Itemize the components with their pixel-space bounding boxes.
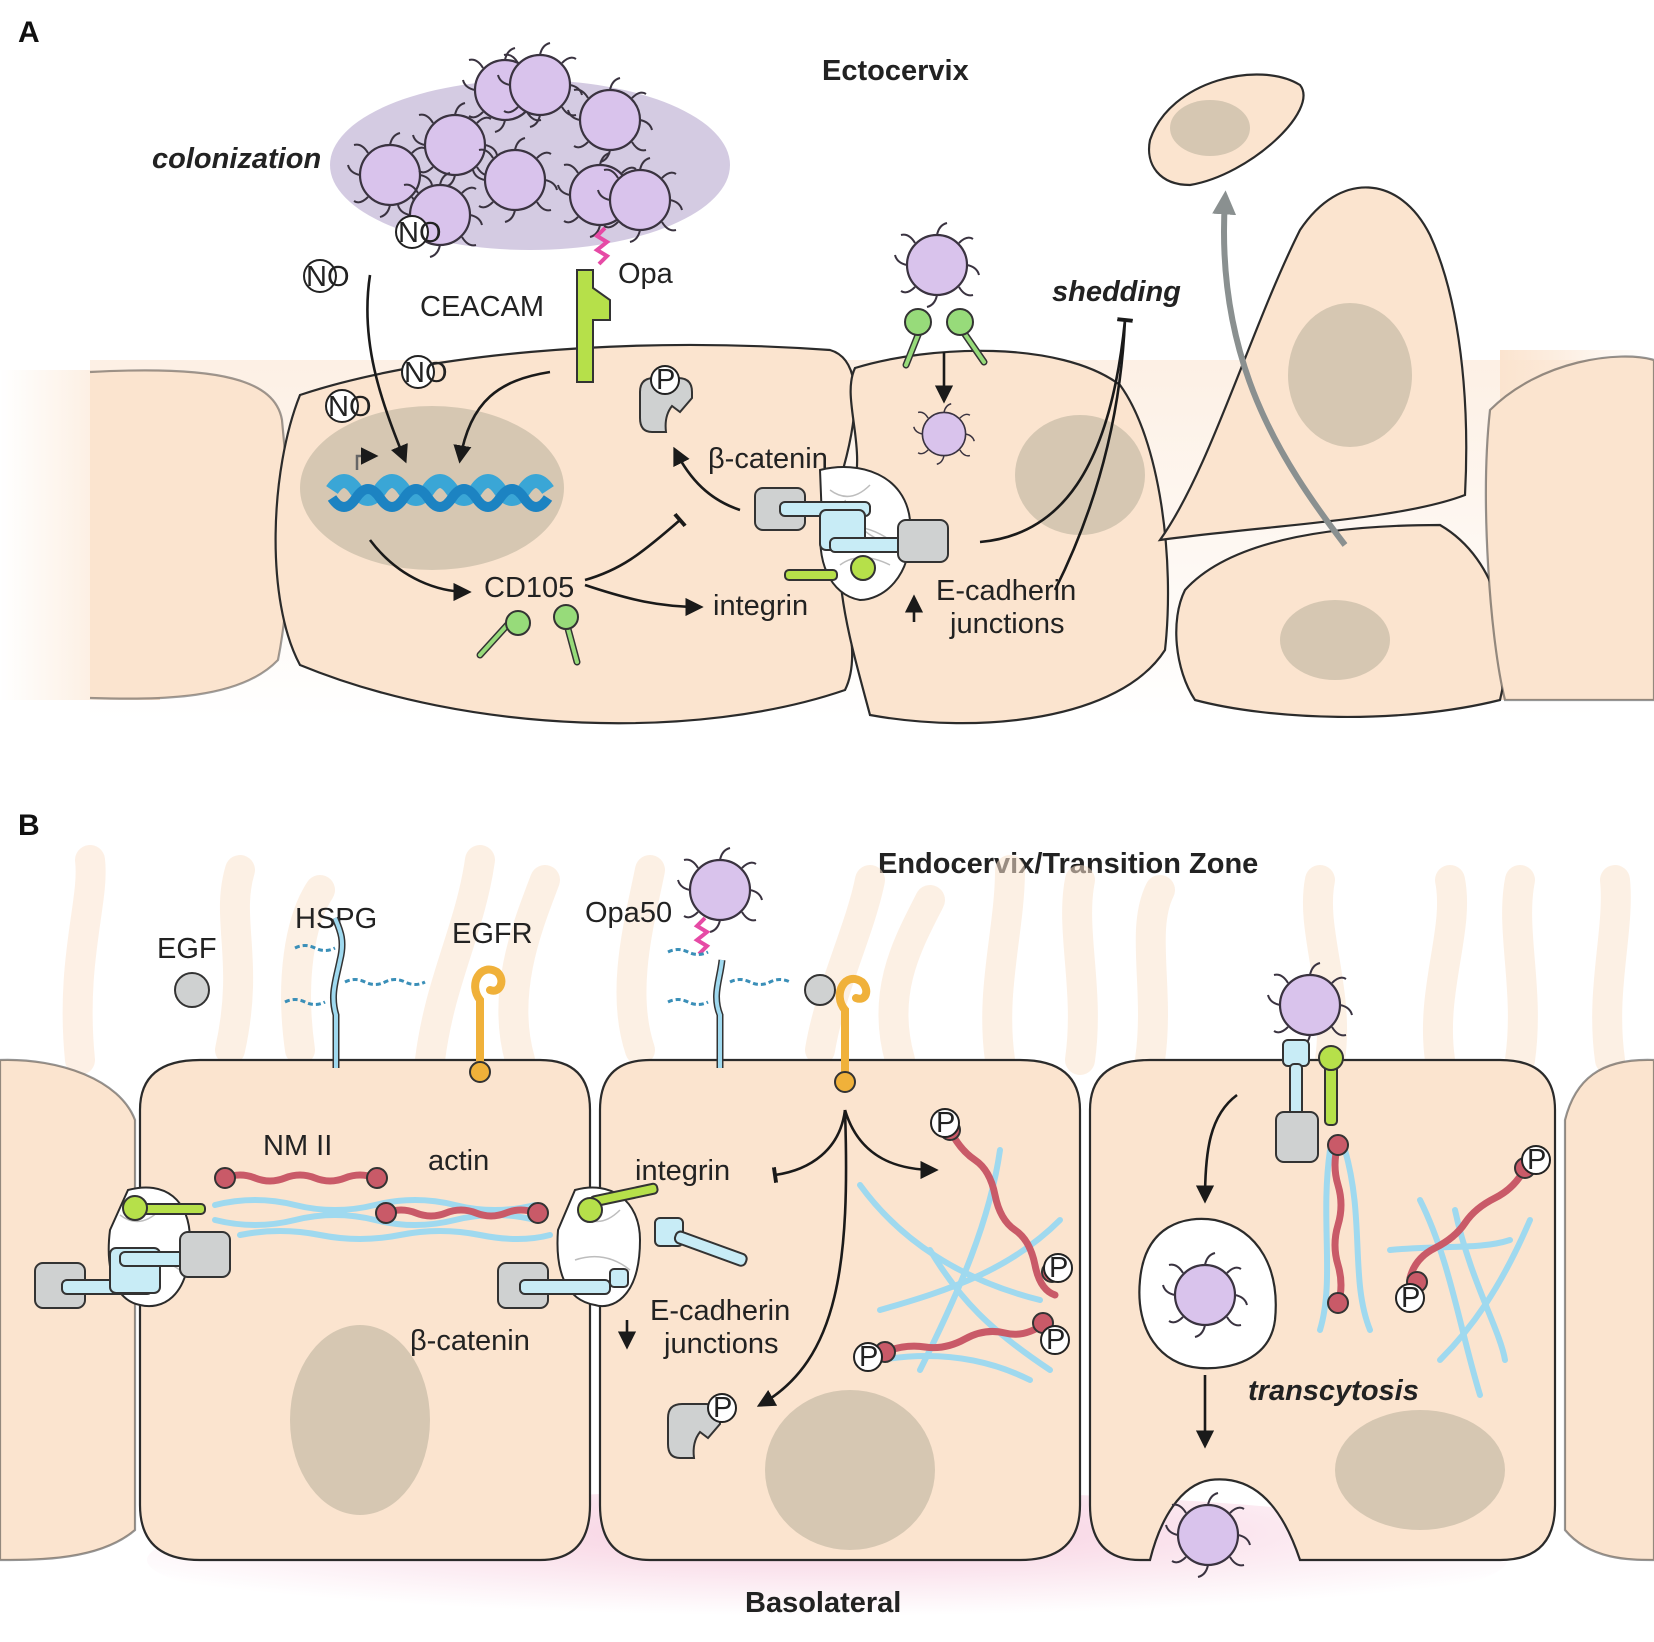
arrow-egfr-to-phospho-nm2 bbox=[843, 1109, 939, 1180]
svg-text:P: P bbox=[1046, 1324, 1065, 1356]
arrow-endocytosis bbox=[1195, 1093, 1238, 1204]
integrin-marker-a bbox=[784, 555, 876, 581]
myosin-b3-vertical bbox=[1327, 1134, 1349, 1314]
ceacam-receptor bbox=[576, 269, 611, 383]
cell-b2 bbox=[598, 1058, 1082, 1562]
bacteria-colony bbox=[330, 41, 730, 259]
beta-catenin-label-a: β-catenin bbox=[708, 443, 828, 475]
junction-complex-b-left bbox=[34, 1195, 231, 1309]
svg-text:NO: NO bbox=[306, 261, 350, 293]
phospho-catenin-a: P bbox=[639, 364, 693, 433]
myosin-phospho-b2-a: P P bbox=[930, 1107, 1073, 1299]
no-molecule-2: NO bbox=[303, 259, 350, 293]
opa50-label: Opa50 bbox=[585, 897, 672, 929]
arrow-to-phospho-catenin-a bbox=[673, 446, 741, 512]
svg-text:NO: NO bbox=[398, 217, 442, 249]
no-molecule-1: NO bbox=[395, 215, 442, 249]
dna-helix bbox=[326, 447, 554, 512]
arrow-egfr-inhibits-integrin bbox=[771, 1109, 847, 1183]
myosin-phospho-b3: P P bbox=[1395, 1144, 1551, 1314]
cd105-receptor-2 bbox=[553, 604, 581, 666]
ecadherin-label-a-1: E-cadherin bbox=[936, 575, 1076, 607]
junction-complex-b-right bbox=[497, 1182, 659, 1309]
svg-text:NO: NO bbox=[328, 391, 372, 423]
arrow-junction-inhibits-shedding-2 bbox=[1053, 319, 1127, 591]
egf-ligand bbox=[174, 972, 210, 1008]
bacterium-b2 bbox=[676, 846, 764, 934]
cell-b-left-partial bbox=[0, 1058, 137, 1562]
ceacam-label: CEACAM bbox=[420, 291, 544, 323]
nm2-label: NM II bbox=[263, 1130, 332, 1162]
cell-b-right-partial bbox=[1563, 1058, 1654, 1562]
egf-label: EGF bbox=[157, 933, 217, 965]
svg-text:P: P bbox=[859, 1341, 878, 1373]
svg-text:P: P bbox=[1401, 1282, 1420, 1314]
shedding-path-arrow bbox=[1212, 190, 1348, 547]
svg-text:P: P bbox=[656, 364, 675, 396]
ecadherin-label-b-2: junctions bbox=[663, 1328, 778, 1360]
cd105-receptor-1 bbox=[476, 610, 531, 659]
cell-a-far-right-partial bbox=[1484, 355, 1654, 702]
egfr-receptor-b2 bbox=[804, 974, 871, 1093]
nucleus-b3 bbox=[1335, 1410, 1505, 1530]
integrin-lightblue-b2 bbox=[654, 1217, 748, 1267]
svg-text:P: P bbox=[1527, 1144, 1546, 1176]
nucleus-a-middle bbox=[1015, 415, 1145, 535]
myosin-b1-top bbox=[214, 1167, 388, 1189]
nucleus-b1 bbox=[290, 1325, 430, 1515]
svg-text:P: P bbox=[713, 1392, 732, 1424]
nucleus-b2 bbox=[765, 1390, 935, 1550]
svg-text:P: P bbox=[936, 1107, 955, 1139]
myosin-b1-bottom bbox=[375, 1202, 549, 1224]
panel-a-letter: A bbox=[18, 16, 40, 49]
panel-a-title: Ectocervix bbox=[822, 55, 969, 87]
panel-b-letter: B bbox=[18, 809, 40, 842]
arrow-junction-inhibits-shedding-1 bbox=[979, 317, 1133, 544]
myosin-phospho-b2-b: P P bbox=[853, 1312, 1070, 1373]
receptors-b3 bbox=[1275, 1039, 1344, 1163]
integrin-label-b: integrin bbox=[635, 1155, 730, 1187]
basolateral-label: Basolateral bbox=[745, 1587, 901, 1619]
bacterium-a-attached bbox=[893, 221, 988, 369]
phospho-catenin-b: P bbox=[667, 1392, 737, 1459]
opa50-adhesin bbox=[693, 916, 711, 956]
no-molecule-3: NO bbox=[401, 355, 448, 389]
cd105-label: CD105 bbox=[484, 572, 574, 604]
nucleus-a-lower-right bbox=[1280, 600, 1390, 680]
hspg-proteoglycan-b2 bbox=[667, 948, 791, 1068]
cell-b1 bbox=[138, 1058, 592, 1562]
opa-adhesin bbox=[593, 226, 611, 266]
shed-cell-nucleus bbox=[1170, 100, 1250, 156]
svg-text:NO: NO bbox=[404, 357, 448, 389]
integrin-label-a: integrin bbox=[713, 590, 808, 622]
svg-text:P: P bbox=[1049, 1252, 1068, 1284]
arrow-cd105-to-integrin bbox=[584, 583, 704, 617]
actin-network-b2 bbox=[857, 1147, 1063, 1383]
arrow-nucleus-to-cd105 bbox=[368, 539, 472, 602]
microvilli-background bbox=[62, 845, 1631, 1075]
arrow-cd105-inhibits bbox=[584, 512, 687, 582]
egfr-label: EGFR bbox=[452, 918, 533, 950]
no-molecule-4: NO bbox=[325, 389, 372, 423]
nucleus-a-upper-right bbox=[1288, 303, 1412, 447]
junction-complex-a bbox=[754, 487, 949, 563]
colonization-label: colonization bbox=[152, 143, 321, 175]
opa-label: Opa bbox=[618, 258, 674, 290]
transcytosis-label: transcytosis bbox=[1248, 1375, 1419, 1407]
shedding-label: shedding bbox=[1052, 276, 1181, 308]
cell-a-left-partial bbox=[89, 369, 290, 700]
arrow-ceacam-to-nucleus bbox=[453, 370, 551, 464]
ecadherin-label-a-2: junctions bbox=[949, 608, 1064, 640]
arrow-no-to-nucleus bbox=[366, 274, 408, 464]
arrow-egfr-to-phospho-catenin bbox=[756, 1109, 848, 1407]
beta-catenin-label-b: β-catenin bbox=[410, 1325, 530, 1357]
egfr-receptor-b1 bbox=[469, 965, 506, 1083]
ecadherin-label-b-1: E-cadherin bbox=[650, 1295, 790, 1327]
actin-label: actin bbox=[428, 1145, 489, 1177]
hspg-proteoglycan-b1 bbox=[284, 916, 426, 1068]
